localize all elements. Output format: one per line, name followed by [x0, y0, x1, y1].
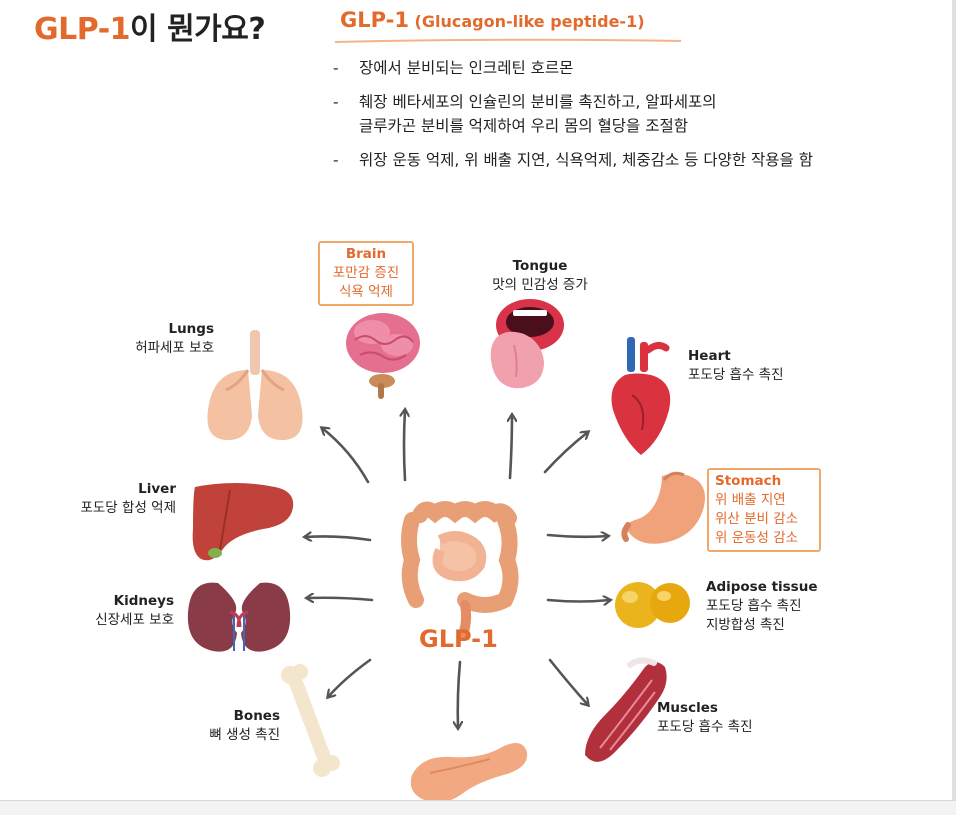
bullet-item: - 장에서 분비되는 인크레틴 호르몬 — [333, 56, 933, 80]
heart-line1: 포도당 흡수 촉진 — [688, 367, 784, 383]
kidneys-name: Kidneys — [113, 593, 174, 609]
bullet-dash: - — [333, 59, 339, 77]
liver-line1: 포도당 합성 억제 — [80, 500, 176, 516]
liver-name: Liver — [138, 481, 176, 497]
tongue-icon — [490, 299, 564, 389]
arrow-lungs — [322, 428, 370, 484]
bullet-text: 장에서 분비되는 인크레틴 호르몬 — [359, 59, 574, 77]
stomach-box: Stomach 위 배출 지연 위산 분비 감소 위 운동성 감소 — [707, 468, 821, 552]
liver-label: Liver 포도당 합성 억제 — [40, 480, 176, 518]
tongue-line1: 맛의 민감성 증가 — [492, 277, 588, 293]
arrow-bones — [328, 658, 372, 697]
muscle-icon — [585, 657, 667, 762]
bottom-toolbar — [0, 800, 956, 815]
kidneys-icon — [187, 582, 291, 652]
bone-icon — [281, 664, 340, 777]
lungs-icon — [207, 330, 303, 440]
pancreas-icon — [410, 743, 528, 800]
brain-name: Brain — [345, 246, 387, 262]
bullet-text: 위장 운동 억제, 위 배출 지연, 식욕억제, 체중감소 등 다양한 작용을 … — [359, 151, 813, 169]
subtitle-sub: (Glucagon-like peptide-1) — [414, 12, 645, 31]
subtitle: GLP-1 (Glucagon-like peptide-1) — [340, 8, 645, 32]
heart-name: Heart — [688, 348, 731, 364]
title-accent: GLP-1 — [34, 12, 131, 47]
muscles-label: Muscles 포도당 흡수 촉진 — [657, 699, 797, 737]
liver-icon — [192, 483, 294, 561]
arrows — [305, 410, 610, 728]
title-rest: 이 뭔가요? — [130, 12, 266, 47]
tongue-label: Tongue 맛의 민감성 증가 — [470, 257, 610, 295]
bones-name: Bones — [233, 708, 280, 724]
arrow-tongue — [510, 415, 512, 480]
lungs-label: Lungs 허파세포 보호 — [92, 320, 214, 358]
adipose-line1: 포도당 흡수 촉진 — [706, 598, 802, 614]
stomach-line1: 위 배출 지연 — [715, 492, 786, 508]
bullet-text: 췌장 베타세포의 인슐린의 분비를 촉진하고, 알파세포의 — [359, 93, 717, 111]
arrow-brain — [404, 410, 405, 482]
kidneys-label: Kidneys 신장세포 보호 — [40, 592, 174, 630]
arrow-stomach — [546, 535, 608, 537]
center-label: GLP-1 — [419, 625, 498, 653]
arrow-liver — [305, 536, 372, 540]
heart-label: Heart 포도당 흡수 촉진 — [688, 347, 828, 385]
tongue-name: Tongue — [512, 258, 568, 274]
stomach-line2: 위산 분비 감소 — [715, 511, 799, 527]
brain-box: Brain 포만감 증진 식욕 억제 — [318, 241, 414, 306]
subtitle-underline — [334, 38, 682, 43]
bullet-list: - 장에서 분비되는 인크레틴 호르몬 - 췌장 베타세포의 인슐린의 분비를 … — [333, 56, 933, 182]
muscles-line1: 포도당 흡수 촉진 — [657, 719, 753, 735]
page-title: GLP-1이 뭔가요? — [34, 4, 266, 48]
brain-line1: 포만감 증진 — [332, 265, 400, 281]
muscles-name: Muscles — [657, 700, 718, 716]
adipose-label: Adipose tissue 포도당 흡수 촉진 지방합성 촉진 — [706, 578, 856, 635]
stomach-icon — [621, 471, 705, 544]
lungs-line1: 허파세포 보호 — [135, 340, 214, 356]
brain-icon — [346, 313, 420, 399]
bullet-text-line2: 글루카곤 분비를 억제하여 우리 몸의 혈당을 조절함 — [359, 117, 689, 135]
bullet-item: - 위장 운동 억제, 위 배출 지연, 식욕억제, 체중감소 등 다양한 작용… — [333, 148, 933, 172]
bones-line1: 뼈 생성 촉진 — [209, 727, 280, 743]
stomach-line3: 위 운동성 감소 — [715, 530, 799, 546]
vertical-scrollbar[interactable] — [952, 0, 956, 800]
adipose-line2: 지방합성 촉진 — [706, 617, 785, 633]
intestine-icon — [401, 501, 519, 640]
subtitle-main: GLP-1 — [340, 8, 409, 32]
adipose-icon — [615, 582, 690, 628]
arrow-heart — [543, 432, 588, 474]
bullet-item: - 췌장 베타세포의 인슐린의 분비를 촉진하고, 알파세포의 글루카곤 분비를… — [333, 90, 933, 138]
arrow-muscles — [548, 658, 588, 705]
arrow-kidneys — [307, 598, 374, 600]
arrow-adipose — [546, 600, 610, 602]
kidneys-line1: 신장세포 보호 — [95, 612, 174, 628]
bones-label: Bones 뼈 생성 촉진 — [160, 707, 280, 745]
bullet-dash: - — [333, 151, 339, 169]
bullet-dash: - — [333, 93, 339, 111]
stomach-name: Stomach — [715, 473, 782, 489]
heart-icon — [611, 337, 671, 455]
lungs-name: Lungs — [168, 321, 214, 337]
brain-line2: 식욕 억제 — [339, 284, 393, 300]
arrow-pancreas — [458, 660, 460, 728]
adipose-name: Adipose tissue — [706, 579, 818, 595]
